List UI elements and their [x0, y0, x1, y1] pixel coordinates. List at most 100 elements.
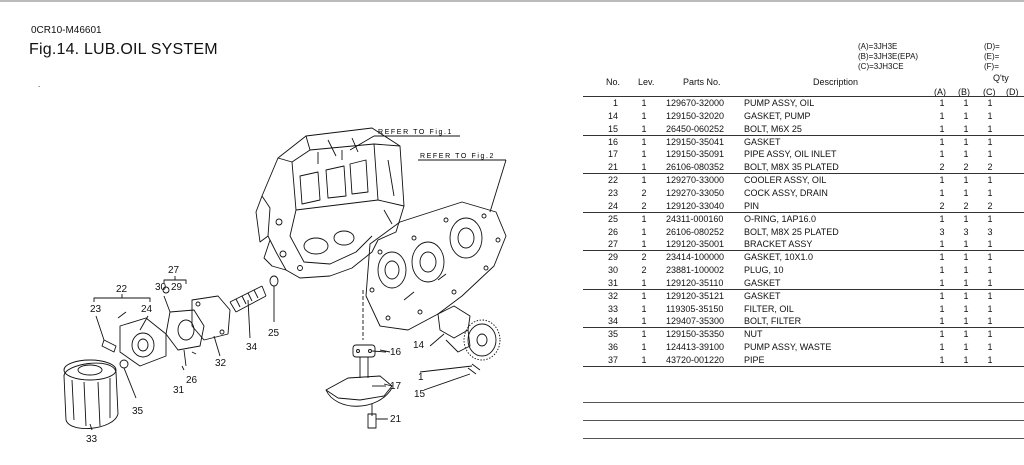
table-cell-part: 26450-060252: [666, 123, 725, 134]
table-cell-lev: 1: [641, 290, 647, 301]
table-cell-desc: GASKET: [744, 277, 781, 288]
header-col-b: (B): [958, 87, 970, 97]
table-cell-part: 26106-080352: [666, 162, 725, 173]
table-cell-lev: 2: [641, 200, 647, 211]
table-cell-a: 1: [939, 329, 945, 340]
table-cell-no: 16: [607, 136, 618, 147]
table-cell-b: 1: [963, 213, 969, 224]
oil-filter-drawing: [63, 359, 119, 431]
header-no: No.: [606, 77, 621, 87]
model-c: (C)=3JH3CE: [858, 62, 904, 71]
table-cell-desc: GASKET, 10X1.0: [744, 252, 814, 263]
callout-14: 14: [413, 340, 425, 351]
table-cell-no: 21: [607, 162, 618, 173]
table-cell-desc: GASKET, PUMP: [744, 110, 811, 121]
exploded-diagram: REFER TO Fig.1 REFER TO Fig.2 1 14 15 16…: [63, 127, 507, 445]
table-cell-c: 1: [987, 277, 993, 288]
table-cell-desc: BOLT, M8X 35 PLATED: [744, 162, 839, 173]
table-cell-part: 119305-35150: [666, 303, 724, 314]
table-cell-b: 1: [963, 277, 969, 288]
table-cell-no: 35: [607, 329, 618, 340]
table-cell-b: 1: [963, 329, 969, 340]
table-cell-c: 1: [987, 175, 993, 186]
header-qty: Q'ty: [993, 73, 1009, 83]
figure-title: Fig.14. LUB.OIL SYSTEM: [29, 41, 218, 58]
table-cell-c: 1: [987, 110, 993, 121]
table-cell-lev: 1: [641, 175, 647, 186]
table-cell-b: 1: [963, 252, 969, 263]
table-cell-a: 1: [939, 175, 945, 186]
table-cell-a: 3: [939, 226, 945, 237]
table-divider: [583, 402, 1024, 403]
table-cell-part: 23414-100000: [666, 252, 725, 263]
table-cell-no: 17: [607, 149, 618, 160]
table-cell-lev: 2: [641, 252, 647, 263]
table-cell-desc: PIN: [744, 200, 760, 211]
table-cell-part: 129150-35350: [666, 329, 725, 340]
table-cell-lev: 1: [641, 213, 647, 224]
callout-29: 29: [171, 282, 183, 293]
table-cell-a: 1: [939, 123, 945, 134]
table-cell-no: 25: [607, 213, 618, 224]
table-cell-lev: 2: [641, 187, 647, 198]
table-cell-c: 1: [987, 290, 993, 301]
table-cell-desc: PUMP ASSY, WASTE: [744, 342, 832, 353]
table-cell-lev: 1: [641, 316, 647, 327]
table-cell-b: 1: [963, 290, 969, 301]
table-cell-a: 1: [939, 110, 945, 121]
table-cell-no: 22: [607, 175, 618, 186]
table-cell-c: 3: [987, 226, 993, 237]
table-cell-a: 1: [939, 213, 945, 224]
table-divider: [583, 96, 1024, 97]
table-cell-part: 129670-32000: [666, 98, 725, 108]
callout-32: 32: [215, 358, 227, 369]
table-cell-desc: PIPE ASSY, OIL INLET: [744, 149, 837, 160]
refer-fig1-label: REFER TO Fig.1: [378, 129, 453, 136]
table-cell-a: 1: [939, 342, 945, 353]
model-b: (B)=3JH3E(EPA): [858, 52, 919, 61]
table-cell-a: 1: [939, 187, 945, 198]
table-cell-no: 26: [607, 226, 618, 237]
table-cell-b: 1: [963, 136, 969, 147]
table-cell-no: 27: [607, 239, 618, 250]
table-cell-c: 1: [987, 149, 993, 160]
table-divider: [583, 366, 1024, 367]
refer-fig2-label: REFER TO Fig.2: [420, 153, 495, 160]
table-cell-part: 129120-35121: [666, 290, 725, 301]
top-border: [0, 0, 1024, 2]
table-cell-desc: O-RING, 1AP16.0: [744, 213, 817, 224]
table-cell-desc: PUMP ASSY, OIL: [744, 98, 815, 108]
table-cell-lev: 1: [641, 136, 647, 147]
callout-25: 25: [268, 328, 280, 339]
callout-23: 23: [90, 304, 102, 315]
table-cell-b: 1: [963, 187, 969, 198]
table-cell-no: 23: [607, 187, 618, 198]
table-divider: [583, 438, 1024, 439]
callout-34: 34: [246, 342, 258, 353]
table-cell-part: 43720-001220: [666, 355, 725, 365]
table-cell-part: 124413-39100: [666, 342, 725, 353]
table-cell-c: 1: [987, 123, 993, 134]
table-cell-lev: 1: [641, 355, 647, 365]
table-cell-desc: PLUG, 10: [744, 265, 784, 276]
table-cell-b: 3: [963, 226, 969, 237]
table-cell-part: 26106-080252: [666, 226, 725, 237]
callout-15: 15: [414, 389, 426, 400]
callout-27: 27: [168, 265, 180, 276]
table-cell-a: 1: [939, 136, 945, 147]
table-cell-part: 129407-35300: [666, 316, 725, 327]
callout-33: 33: [86, 434, 98, 445]
table-cell-lev: 1: [641, 303, 647, 314]
table-cell-no: 1: [612, 98, 618, 108]
table-divider: [583, 212, 1024, 213]
table-cell-part: 129120-33040: [666, 200, 725, 211]
table-cell-c: 1: [987, 213, 993, 224]
document-code: 0CR10-M46601: [31, 25, 102, 36]
table-cell-a: 1: [939, 252, 945, 263]
table-cell-lev: 1: [641, 239, 647, 250]
oil-pump-drawing: [419, 305, 501, 391]
table-cell-lev: 1: [641, 277, 647, 288]
table-cell-c: 2: [987, 200, 993, 211]
table-cell-part: 129120-35110: [666, 277, 724, 288]
table-cell-desc: COOLER ASSY, OIL: [744, 175, 827, 186]
